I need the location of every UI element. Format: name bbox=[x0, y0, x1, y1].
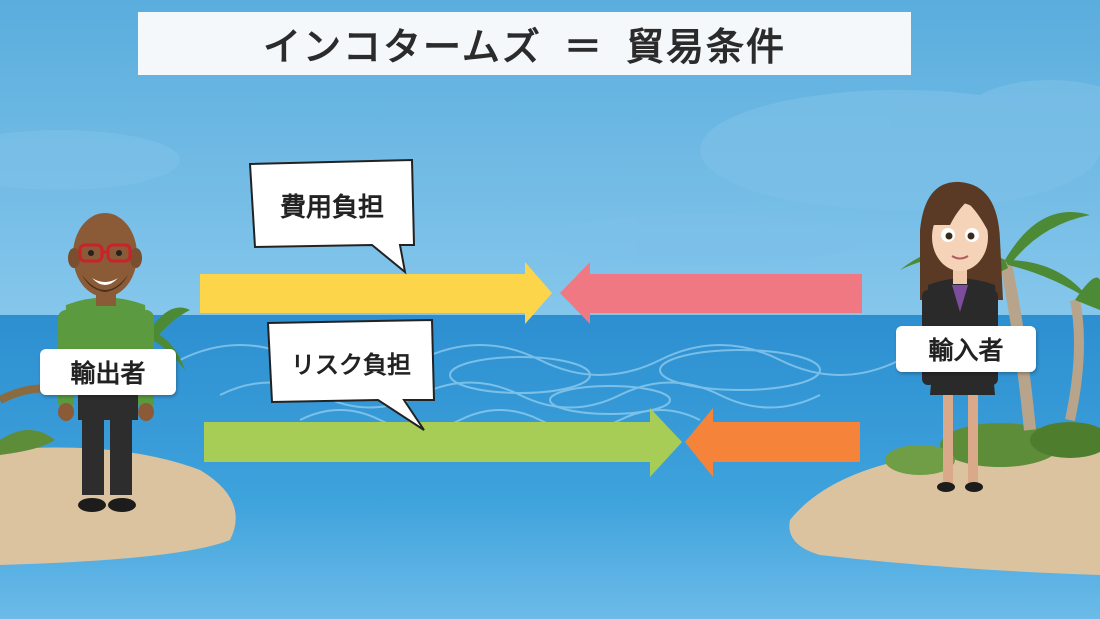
title-left: インコタームズ bbox=[263, 25, 542, 69]
cost-arrow-exporter bbox=[200, 262, 552, 324]
cost-arrow-importer bbox=[560, 262, 862, 324]
risk-speech-bubble bbox=[266, 318, 436, 431]
risk-bubble-text: リスク負担 bbox=[291, 350, 411, 379]
exporter-label: 輸出者 bbox=[40, 349, 176, 395]
risk-arrow-exporter bbox=[204, 408, 682, 477]
title-right: 貿易条件 bbox=[625, 25, 786, 69]
title-banner: インコタームズ ＝ 貿易条件 bbox=[138, 12, 911, 75]
clouds bbox=[0, 80, 1100, 265]
importer-label: 輸入者 bbox=[896, 326, 1036, 372]
cost-speech-bubble bbox=[248, 158, 416, 275]
risk-arrow-importer bbox=[685, 408, 860, 477]
cost-bubble-text: 費用負担 bbox=[279, 192, 384, 223]
title-equals: ＝ bbox=[563, 25, 604, 69]
